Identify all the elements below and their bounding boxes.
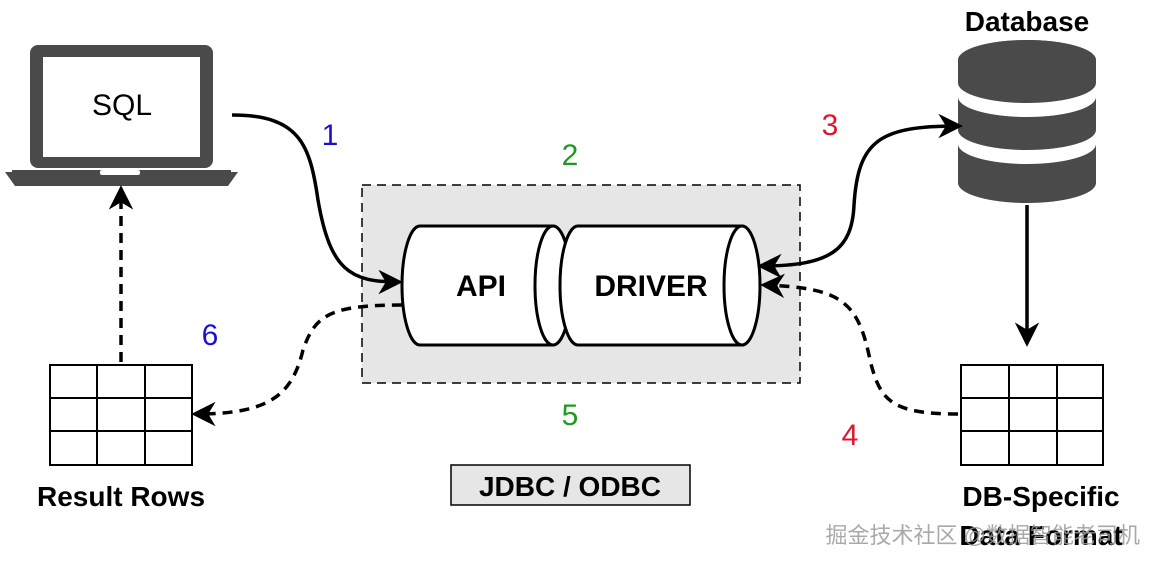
api-label: API — [456, 270, 506, 303]
db-specific-sublabel: Data Format — [959, 520, 1122, 551]
arrow-api-to-result — [191, 303, 403, 427]
step-4: 4 — [842, 419, 859, 452]
step-1: 1 — [322, 119, 339, 152]
arrow-driver-to-database — [757, 113, 963, 279]
step-6: 6 — [202, 319, 219, 352]
result-rows-label: Result Rows — [37, 481, 205, 512]
database-title: Database — [965, 6, 1090, 37]
laptop-label: SQL — [92, 89, 152, 122]
jdbc-label: JDBC / ODBC — [479, 471, 661, 502]
db-specific-table — [960, 364, 1104, 466]
step-2: 2 — [562, 139, 579, 172]
watermark: 掘金技术社区 @数据智能老司机 — [826, 523, 1140, 548]
driver-cylinder — [558, 224, 762, 347]
arrow-data-to-driver — [760, 273, 959, 416]
step-3: 3 — [822, 109, 839, 142]
arrow-sql-to-api — [231, 113, 403, 295]
laptop-icon — [5, 45, 238, 186]
driver-label: DRIVER — [594, 270, 708, 303]
database-icon — [958, 40, 1096, 203]
step-5: 5 — [562, 399, 579, 432]
jdbc-label-box — [450, 464, 691, 506]
db-specific-label: DB-Specific — [962, 481, 1119, 512]
result-rows-table — [49, 364, 193, 466]
